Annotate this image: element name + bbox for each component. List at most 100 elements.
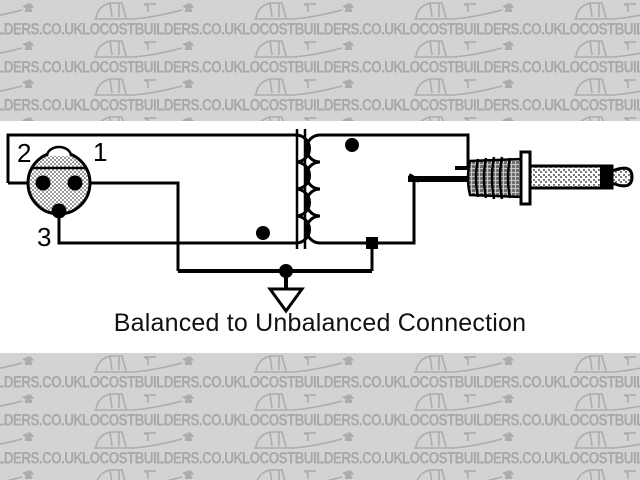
watermark-text: LOCOSTBUILDERS.CO.UK (0, 57, 83, 76)
watermark-tile: LOCOSTBUILDERS.CO.UK (240, 391, 403, 429)
locost-car-icon (96, 469, 194, 480)
locost-car-icon (574, 355, 640, 373)
transformer-primary-winding (256, 133, 311, 245)
watermark-text: LOCOSTBUILDERS.CO.UK (0, 372, 83, 391)
watermark-text: LOCOSTBUILDERS.CO.UK (242, 410, 403, 429)
watermark-tile: LOCOSTBUILDERS.CO.UK (0, 38, 83, 76)
watermark-tile: LOCOSTBUILDERS.CO.UK (400, 38, 563, 76)
locost-car-icon (414, 40, 514, 58)
locost-car-icon (574, 431, 640, 449)
watermark-row: LOCOSTBUILDERS.CO.UK LOCOSTBUILDERS.CO.U… (0, 0, 640, 38)
watermark-text: LOCOSTBUILDERS.CO.UK (242, 95, 403, 114)
watermark-tile: LOCOSTBUILDERS.CO.UK (400, 0, 563, 38)
watermark-text: LOCOSTBUILDERS.CO.UK (0, 95, 83, 114)
watermark-tile: LOCOSTBUILDERS.CO.UK (80, 38, 243, 76)
locost-car-icon (254, 393, 354, 411)
locost-car-icon (0, 394, 34, 407)
watermark-text: LOCOSTBUILDERS.CO.UK (82, 448, 243, 467)
chassis-ground-symbol (267, 287, 305, 314)
watermark-tile: LOCOSTBUILDERS.CO.UK (80, 353, 243, 391)
jack-shaft (528, 164, 614, 190)
watermark-row: LOCOSTBUILDERS.CO.UK LOCOSTBUILDERS.CO.U… (0, 467, 640, 480)
locost-car-icon (0, 41, 34, 54)
xlr-3-pin-connector (26, 145, 92, 219)
diagram-caption: Balanced to Unbalanced Connection (113, 309, 527, 337)
locost-car-icon (6, 470, 34, 480)
watermark-tile: LOCOSTBUILDERS.CO.UK (80, 0, 243, 38)
locost-car-icon (574, 393, 640, 411)
transformer-secondary-winding (305, 133, 359, 245)
watermark-row: LOCOSTBUILDERS.CO.UK LOCOSTBUILDERS.CO.U… (0, 76, 640, 114)
watermark-text: LOCOSTBUILDERS.CO.UK (402, 448, 563, 467)
watermark-text: LOCOSTBUILDERS.CO.UK (402, 95, 563, 114)
watermark-tile: LOCOSTBUILDERS.CO.UK (0, 353, 83, 391)
watermark-text: LOCOSTBUILDERS.CO.UK (562, 372, 640, 391)
watermark-row: LOCOSTBUILDERS.CO.UK LOCOSTBUILDERS.CO.U… (0, 429, 640, 467)
watermark-text: LOCOSTBUILDERS.CO.UK (0, 448, 83, 467)
locost-car-icon (94, 40, 194, 58)
locost-car-icon (100, 116, 194, 121)
watermark-band-bottom: LOCOSTBUILDERS.CO.UK LOCOSTBUILDERS.CO.U… (0, 353, 640, 480)
watermark-tile: LOCOSTBUILDERS.CO.UK (560, 429, 640, 467)
watermark-text: LOCOSTBUILDERS.CO.UK (242, 372, 403, 391)
wire-secondary-to-jack-sleeve (372, 173, 470, 245)
watermark-tile: LOCOSTBUILDERS.CO.UK (0, 114, 80, 121)
watermark-row: LOCOSTBUILDERS.CO.UK LOCOSTBUILDERS.CO.U… (0, 353, 640, 391)
locost-car-icon (94, 2, 194, 20)
locost-car-icon (576, 469, 636, 480)
xlr-pin-2 (35, 175, 51, 191)
watermark-tile: LOCOSTBUILDERS.CO.UK (400, 353, 563, 391)
locost-car-icon (0, 432, 34, 445)
secondary-polarity-dot (345, 138, 359, 152)
locost-car-icon (254, 40, 354, 58)
locost-car-icon (0, 79, 34, 92)
watermark-text: LOCOSTBUILDERS.CO.UK (402, 57, 563, 76)
locost-car-icon (414, 78, 514, 96)
watermark-tile: LOCOSTBUILDERS.CO.UK (400, 429, 563, 467)
primary-polarity-dot (256, 226, 270, 240)
watermark-row: LOCOSTBUILDERS.CO.UK LOCOSTBUILDERS.CO.U… (0, 38, 640, 76)
watermark-tile: LOCOSTBUILDERS.CO.UK (400, 76, 563, 114)
watermark-row: LOCOSTBUILDERS.CO.UK LOCOSTBUILDERS.CO.U… (0, 114, 640, 121)
locost-car-icon (254, 355, 354, 373)
locost-car-icon (256, 469, 354, 480)
locost-car-icon (254, 78, 354, 96)
watermark-text: LOCOSTBUILDERS.CO.UK (402, 19, 563, 38)
transformer-core (295, 129, 307, 249)
locost-car-icon (420, 116, 514, 121)
watermark-tile: LOCOSTBUILDERS.CO.UK (240, 76, 403, 114)
locost-car-icon (260, 116, 354, 121)
watermark-tile: LOCOSTBUILDERS.CO.UK (0, 391, 83, 429)
locost-car-icon (414, 355, 514, 373)
locost-car-icon (414, 393, 514, 411)
watermark-tile: LOCOSTBUILDERS.CO.UK (80, 76, 243, 114)
watermark-tile: LOCOSTBUILDERS.CO.UK (0, 467, 80, 480)
watermark-tile: LOCOSTBUILDERS.CO.UK (240, 114, 400, 121)
watermark-tile: LOCOSTBUILDERS.CO.UK (400, 467, 560, 480)
watermark-text: LOCOSTBUILDERS.CO.UK (562, 95, 640, 114)
watermark-text: LOCOSTBUILDERS.CO.UK (82, 372, 243, 391)
watermark-text: LOCOSTBUILDERS.CO.UK (0, 410, 83, 429)
watermark-text: LOCOSTBUILDERS.CO.UK (402, 410, 563, 429)
watermark-text: LOCOSTBUILDERS.CO.UK (242, 19, 403, 38)
jack-tip (610, 166, 634, 188)
locost-car-icon (574, 40, 640, 58)
circuit-wires (6, 129, 634, 314)
watermark-tile: LOCOSTBUILDERS.CO.UK (240, 0, 403, 38)
locost-car-icon (0, 356, 34, 369)
locost-car-icon (414, 2, 514, 20)
watermark-tile: LOCOSTBUILDERS.CO.UK (560, 38, 640, 76)
watermark-text: LOCOSTBUILDERS.CO.UK (562, 19, 640, 38)
watermark-tile: LOCOSTBUILDERS.CO.UK (80, 391, 243, 429)
watermark-text: LOCOSTBUILDERS.CO.UK (402, 372, 563, 391)
wire-pin3-to-primary-bottom (57, 211, 286, 245)
watermark-text: LOCOSTBUILDERS.CO.UK (0, 19, 83, 38)
watermark-text: LOCOSTBUILDERS.CO.UK (562, 448, 640, 467)
wiring-diagram-panel: 2 1 3 Balanced to Unbalanced Connection (0, 121, 640, 353)
xlr-pin-label-1: 1 (93, 137, 108, 167)
ground-bus (178, 264, 372, 289)
locost-car-icon (94, 78, 194, 96)
locost-car-icon (414, 431, 514, 449)
xlr-pin-1 (67, 175, 83, 191)
